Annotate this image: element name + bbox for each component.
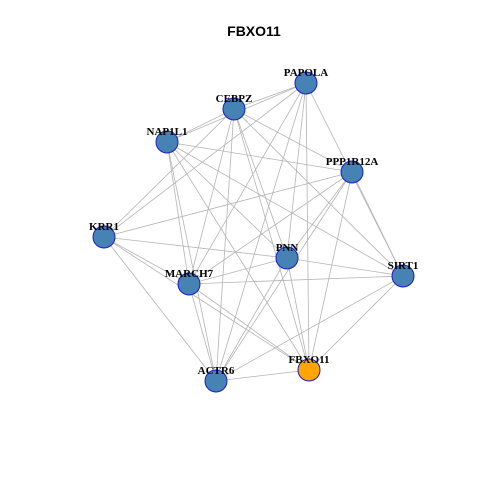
edge-nap1l1-actr6 bbox=[166, 141, 217, 382]
node-march7[interactable]: MARCH7 bbox=[165, 268, 214, 296]
node-circle-pnn[interactable] bbox=[275, 246, 299, 270]
edge-nap1l1-pnn bbox=[166, 141, 288, 259]
edge-pnn-actr6 bbox=[215, 257, 288, 382]
node-circle-papola[interactable] bbox=[294, 71, 318, 95]
node-label-fbxo11: FBXO11 bbox=[289, 354, 330, 366]
edge-papola-actr6 bbox=[215, 82, 307, 382]
node-ppp1r12a[interactable]: PPP1R12A bbox=[326, 156, 379, 184]
graph-title: FBXO11 bbox=[227, 23, 281, 39]
node-pnn[interactable]: PNN bbox=[275, 242, 299, 270]
edge-cebpz-fbxo11 bbox=[233, 108, 310, 371]
node-label-sirt1: SIRT1 bbox=[388, 260, 419, 272]
node-sirt1[interactable]: SIRT1 bbox=[388, 260, 419, 288]
node-circle-cebpz[interactable] bbox=[222, 97, 246, 121]
node-papola[interactable]: PAPOLA bbox=[284, 67, 328, 95]
edge-ppp1r12a-fbxo11 bbox=[308, 171, 353, 371]
node-label-papola: PAPOLA bbox=[284, 67, 328, 79]
edge-cebpz-actr6 bbox=[215, 108, 235, 382]
edge-krr1-actr6 bbox=[103, 236, 217, 382]
edge-nap1l1-sirt1 bbox=[166, 141, 404, 277]
edge-ppp1r12a-march7 bbox=[188, 171, 353, 285]
edge-ppp1r12a-krr1 bbox=[103, 171, 353, 238]
edge-sirt1-actr6 bbox=[215, 275, 404, 382]
node-label-ppp1r12a: PPP1R12A bbox=[326, 156, 379, 168]
node-cebpz[interactable]: CEBPZ bbox=[216, 93, 253, 121]
edge-ppp1r12a-actr6 bbox=[215, 171, 353, 382]
edge-ppp1r12a-sirt1 bbox=[351, 171, 404, 277]
edge-cebpz-nap1l1 bbox=[166, 108, 235, 143]
edge-nap1l1-march7 bbox=[166, 141, 190, 285]
node-label-nap1l1: NAP1L1 bbox=[147, 126, 188, 138]
edge-ppp1r12a-pnn bbox=[286, 171, 353, 259]
edge-sirt1-fbxo11 bbox=[308, 275, 404, 371]
node-krr1[interactable]: KRR1 bbox=[89, 221, 119, 249]
edge-march7-actr6 bbox=[188, 283, 217, 382]
node-label-actr6: ACTR6 bbox=[198, 365, 235, 377]
node-label-march7: MARCH7 bbox=[165, 268, 214, 280]
node-fbxo11[interactable]: FBXO11 bbox=[289, 354, 330, 382]
edge-papola-cebpz bbox=[233, 82, 307, 110]
edge-pnn-march7 bbox=[188, 257, 288, 285]
edge-pnn-fbxo11 bbox=[286, 257, 310, 371]
edge-pnn-sirt1 bbox=[286, 257, 404, 277]
edge-march7-fbxo11 bbox=[188, 283, 310, 371]
node-circle-march7[interactable] bbox=[177, 272, 201, 296]
edge-cebpz-ppp1r12a bbox=[233, 108, 353, 173]
node-circle-fbxo11[interactable] bbox=[297, 358, 321, 382]
node-nap1l1[interactable]: NAP1L1 bbox=[147, 126, 188, 154]
edge-march7-sirt1 bbox=[188, 275, 404, 285]
node-label-pnn: PNN bbox=[276, 242, 299, 254]
edge-cebpz-pnn bbox=[233, 108, 288, 259]
node-circle-ppp1r12a[interactable] bbox=[340, 160, 364, 184]
node-label-krr1: KRR1 bbox=[89, 221, 119, 233]
edge-fbxo11-actr6 bbox=[215, 369, 310, 382]
edge-nap1l1-ppp1r12a bbox=[166, 141, 353, 173]
node-actr6[interactable]: ACTR6 bbox=[198, 365, 235, 393]
edge-papola-march7 bbox=[188, 82, 307, 285]
edge-krr1-pnn bbox=[103, 236, 288, 259]
edge-cebpz-krr1 bbox=[103, 108, 235, 238]
node-circle-actr6[interactable] bbox=[204, 369, 228, 393]
node-circle-krr1[interactable] bbox=[92, 225, 116, 249]
edge-nap1l1-fbxo11 bbox=[166, 141, 310, 371]
node-label-cebpz: CEBPZ bbox=[216, 93, 253, 105]
edge-layer bbox=[103, 82, 404, 382]
node-circle-sirt1[interactable] bbox=[391, 264, 415, 288]
edge-cebpz-march7 bbox=[188, 108, 235, 285]
edge-krr1-march7 bbox=[103, 236, 190, 285]
edge-papola-fbxo11 bbox=[305, 82, 310, 371]
edge-cebpz-sirt1 bbox=[233, 108, 404, 277]
edge-papola-krr1 bbox=[103, 82, 307, 238]
node-circle-nap1l1[interactable] bbox=[155, 130, 179, 154]
